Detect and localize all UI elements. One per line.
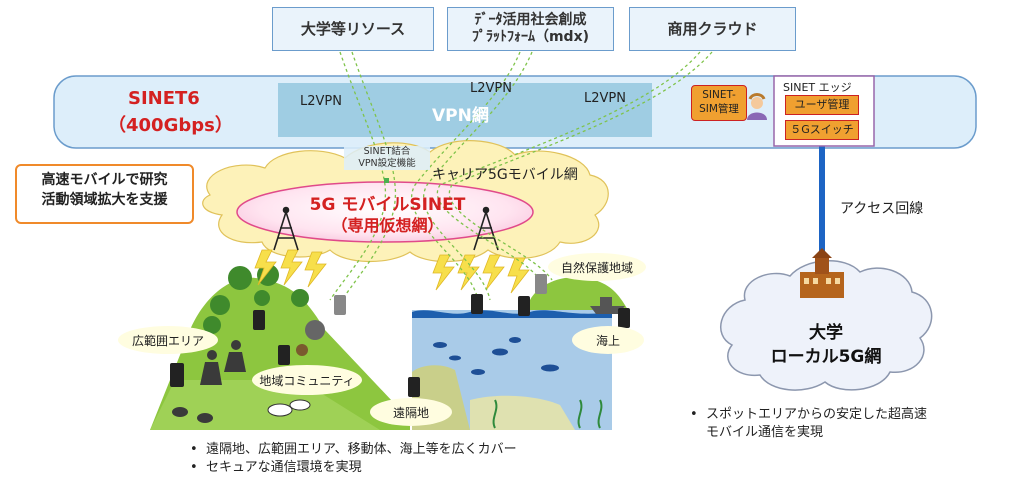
bullet-item: • 遠隔地、広範囲エリア、移動体、海上等を広くカバー bbox=[190, 442, 517, 457]
resource-cloud-label: 商用クラウド bbox=[667, 19, 758, 38]
resource-university: 大学等リソース bbox=[272, 7, 434, 51]
device-icons bbox=[170, 274, 630, 397]
resource-mdx: ﾃﾞｰﾀ活用社会創成 ﾌﾟﾗｯﾄﾌｫｰﾑ（mdx) bbox=[447, 7, 614, 51]
sim-management-box: SINET- SIM管理 bbox=[691, 85, 747, 121]
area-remote: 遠隔地 bbox=[370, 398, 452, 426]
area-wide: 広範囲エリア bbox=[118, 326, 218, 354]
area-community: 地域コミュニティ bbox=[252, 365, 362, 395]
sinet-5g-subtitle: （専用仮想網） bbox=[331, 216, 444, 235]
l2vpn-left: L2VPN bbox=[300, 94, 342, 109]
radio-bolts bbox=[254, 249, 530, 294]
bullets-right: • スポットエリアからの安定した超高速 モバイル通信を実現 bbox=[690, 406, 927, 442]
bullet-text: 遠隔地、広範囲エリア、移動体、海上等を広くカバー bbox=[205, 442, 517, 457]
edge-title: SINET エッジ bbox=[783, 81, 852, 94]
carrier-5g-label: キャリア5Gモバイル網 bbox=[432, 167, 578, 183]
wildlife-icons bbox=[172, 320, 325, 423]
bullet-item: • セキュアな通信環境を実現 bbox=[190, 460, 362, 475]
seaweed bbox=[492, 399, 603, 429]
operator-icon bbox=[747, 93, 767, 120]
resource-university-label: 大学等リソース bbox=[300, 19, 406, 38]
vpn-net-label: VPN網 bbox=[432, 106, 489, 126]
vpn-setting-label: SINET結合 VPN設定機能 bbox=[344, 146, 430, 170]
resource-mdx-line1: ﾃﾞｰﾀ活用社会創成 bbox=[474, 12, 587, 28]
fish bbox=[433, 337, 559, 375]
bullet-text: スポットエリアからの安定した超高速 モバイル通信を実現 bbox=[705, 407, 927, 440]
l2vpn-right: L2VPN bbox=[584, 91, 626, 106]
sinet6-speed: （400Gbps） bbox=[108, 115, 233, 136]
resource-cloud: 商用クラウド bbox=[629, 7, 796, 51]
bullet-text: セキュアな通信環境を実現 bbox=[205, 460, 362, 475]
area-sea: 海上 bbox=[572, 326, 644, 354]
local-5g-line1: 大学 bbox=[809, 323, 843, 343]
access-line-label: アクセス回線 bbox=[840, 201, 924, 217]
trees bbox=[203, 264, 309, 334]
boat bbox=[590, 297, 625, 314]
vpn-tunnels bbox=[329, 51, 713, 301]
university-building-icon bbox=[800, 248, 844, 298]
area-nature: 自然保護地域 bbox=[548, 253, 646, 281]
bullets-left: • 遠隔地、広範囲エリア、移動体、海上等を広くカバー • セキュアな通信環境を実… bbox=[190, 441, 517, 477]
access-line bbox=[819, 146, 825, 261]
local-5g-line2: ローカル5G網 bbox=[770, 347, 882, 367]
sinet-5g-title: 5G モバイルSINET bbox=[309, 195, 466, 215]
user-management-box: ユーザ管理 bbox=[785, 95, 859, 115]
switch-5g-box: ５Gスイッチ bbox=[785, 120, 859, 140]
sinet6-name: SINET6 bbox=[128, 88, 200, 109]
resource-mdx-line2: ﾌﾟﾗｯﾄﾌｫｰﾑ（mdx) bbox=[471, 29, 590, 45]
research-callout: 高速モバイルで研究 活動領域拡大を支援 bbox=[15, 164, 194, 224]
bullet-item: • スポットエリアからの安定した超高速 モバイル通信を実現 bbox=[690, 407, 927, 440]
l2vpn-center: L2VPN bbox=[470, 81, 512, 96]
